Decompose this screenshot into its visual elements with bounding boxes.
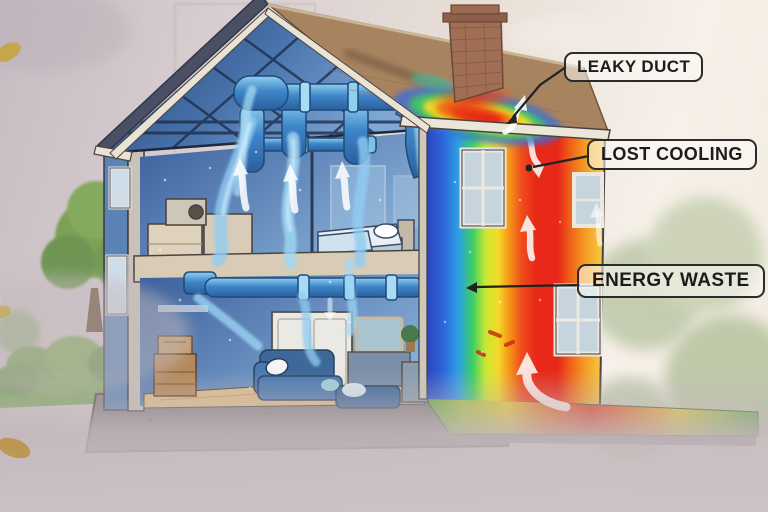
chimney-body bbox=[448, 15, 504, 103]
duct-collar bbox=[347, 81, 359, 113]
mist-foreground bbox=[0, 370, 768, 512]
bedroom-picture bbox=[393, 175, 421, 227]
callout-energy-waste: ENERGY WASTE bbox=[577, 264, 765, 298]
gable-trim-right bbox=[264, 7, 431, 134]
interior-airflow-arrows bbox=[233, 158, 351, 322]
ac-unit-grille bbox=[188, 204, 204, 220]
chimney bbox=[426, 4, 518, 119]
leader-line-leaky-duct bbox=[512, 66, 567, 118]
wall-vent bbox=[158, 305, 208, 312]
plant-pot bbox=[406, 342, 415, 352]
wall-sparkles bbox=[443, 180, 562, 354]
air-stream bbox=[297, 291, 321, 367]
airflow-arrow bbox=[287, 174, 299, 214]
foreground bbox=[0, 42, 768, 512]
arrow-head bbox=[520, 215, 536, 232]
air-stream bbox=[193, 293, 263, 351]
arrow-head bbox=[324, 312, 336, 322]
leader-arrowhead bbox=[506, 113, 517, 124]
roof-left-slope bbox=[96, 0, 270, 152]
leaf-accent bbox=[0, 305, 11, 319]
roof-thermal-spot-small bbox=[410, 73, 454, 91]
brick-lines bbox=[448, 15, 504, 97]
air-stream-highlight bbox=[221, 122, 252, 216]
chimney-cap-upper bbox=[450, 4, 500, 15]
left-window-upper bbox=[108, 166, 132, 210]
wall-cut-edge bbox=[418, 120, 428, 400]
airflow-arrow-up-small bbox=[594, 211, 603, 247]
thermal-gradient-wall bbox=[424, 121, 605, 404]
duct-elbow-left bbox=[233, 75, 289, 111]
duct-collar bbox=[385, 274, 398, 301]
callout-leader-lines bbox=[466, 66, 590, 293]
leader-dot bbox=[525, 164, 533, 172]
thermal-wall bbox=[418, 120, 606, 412]
arrow-head bbox=[283, 164, 298, 182]
cloud bbox=[505, 17, 625, 53]
leader-line-energy-waste bbox=[476, 283, 581, 289]
exterior-windows bbox=[459, 147, 604, 357]
hot-speckles bbox=[476, 330, 515, 357]
airflow-arrow-up bbox=[525, 224, 536, 262]
leader-line-lost-cooling bbox=[532, 154, 590, 169]
airflow-arrow bbox=[339, 171, 351, 211]
left-window-upper-frame bbox=[109, 167, 131, 209]
arrow-head bbox=[514, 95, 527, 111]
leaf-accent bbox=[0, 437, 31, 459]
air-stream bbox=[344, 257, 358, 337]
duct-collar bbox=[299, 81, 311, 113]
leaf-accent bbox=[0, 42, 21, 62]
arrow-head bbox=[233, 158, 248, 176]
callout-lost-cooling: LOST COOLING bbox=[587, 139, 757, 170]
arrow-head bbox=[335, 161, 350, 179]
pillow bbox=[373, 223, 399, 239]
callout-leaky-duct: LEAKY DUCT bbox=[564, 52, 704, 82]
roof bbox=[93, 0, 611, 162]
cloud-shadow bbox=[0, 0, 130, 72]
leader-arrowhead bbox=[466, 282, 477, 293]
plant bbox=[401, 325, 419, 343]
mirror bbox=[354, 316, 404, 354]
arrow-head bbox=[590, 203, 604, 218]
ridge-highlight bbox=[267, 3, 585, 70]
mist-patch bbox=[0, 275, 190, 395]
airflow-arrow bbox=[237, 168, 250, 212]
air-stream bbox=[352, 136, 371, 268]
arrow-head bbox=[516, 352, 538, 375]
